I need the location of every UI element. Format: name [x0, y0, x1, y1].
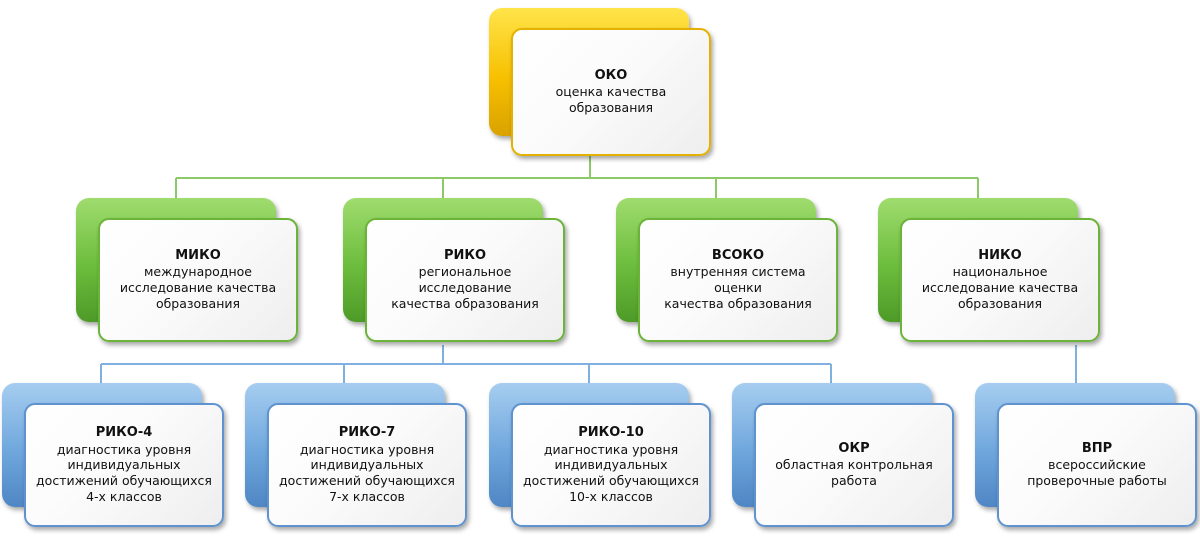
- node-vpr-desc: всероссийские проверочные работы: [1027, 457, 1167, 489]
- node-vsoko-title: ВСОКО: [711, 247, 765, 263]
- node-okr-desc: областная контрольная работа: [775, 457, 933, 489]
- node-niko-front: НИКО национальное исследование качества …: [900, 218, 1100, 342]
- node-oko-desc: оценка качества образования: [555, 84, 667, 116]
- node-vsoko: ВСОКО внутренняя система оценки качества…: [616, 198, 840, 346]
- node-riko-4: РИКО-4 диагностика уровня индивидуальных…: [2, 383, 226, 531]
- node-miko-front: МИКО международное исследование качества…: [98, 218, 298, 342]
- node-vpr: ВПР всероссийские проверочные работы: [975, 383, 1199, 531]
- node-riko-7: РИКО-7 диагностика уровня индивидуальных…: [245, 383, 469, 531]
- node-riko-7-title: РИКО-7: [338, 425, 396, 440]
- node-riko-10-front: РИКО-10 диагностика уровня индивидуальны…: [511, 403, 711, 527]
- node-niko-desc: национальное исследование качества образ…: [921, 264, 1079, 312]
- node-vsoko-front: ВСОКО внутренняя система оценки качества…: [638, 218, 838, 342]
- node-riko-7-front: РИКО-7 диагностика уровня индивидуальных…: [267, 403, 467, 527]
- node-riko-10-title: РИКО-10: [578, 425, 644, 440]
- node-riko-front: РИКО региональное исследование качества …: [365, 218, 565, 342]
- node-riko-4-front: РИКО-4 диагностика уровня индивидуальных…: [24, 403, 224, 527]
- node-riko-4-title: РИКО-4: [95, 425, 153, 440]
- node-riko-title: РИКО: [443, 247, 487, 263]
- node-niko: НИКО национальное исследование качества …: [878, 198, 1102, 346]
- node-vsoko-desc: внутренняя система оценки качества образ…: [664, 264, 812, 312]
- node-okr-front: ОКР областная контрольная работа: [754, 403, 954, 527]
- node-oko-front: ОКО оценка качества образования: [511, 28, 711, 156]
- node-riko-10-desc: диагностика уровня индивидуальных достиж…: [523, 441, 699, 505]
- node-miko-desc: международное исследование качества обра…: [119, 264, 277, 312]
- node-riko-7-desc: диагностика уровня индивидуальных достиж…: [279, 441, 455, 505]
- node-okr: ОКР областная контрольная работа: [732, 383, 956, 531]
- node-miko-title: МИКО: [175, 247, 221, 263]
- node-niko-title: НИКО: [978, 247, 1022, 263]
- node-oko: ОКО оценка качества образования: [489, 8, 713, 158]
- node-riko-10: РИКО-10 диагностика уровня индивидуальны…: [489, 383, 713, 531]
- node-riko-desc: региональное исследование качества образ…: [391, 264, 539, 312]
- node-oko-title: ОКО: [594, 67, 628, 83]
- node-riko-4-desc: диагностика уровня индивидуальных достиж…: [36, 441, 212, 505]
- node-vpr-front: ВПР всероссийские проверочные работы: [997, 403, 1197, 527]
- node-vpr-title: ВПР: [1081, 440, 1113, 456]
- node-riko: РИКО региональное исследование качества …: [343, 198, 567, 346]
- node-miko: МИКО международное исследование качества…: [76, 198, 300, 346]
- node-okr-title: ОКР: [838, 440, 870, 456]
